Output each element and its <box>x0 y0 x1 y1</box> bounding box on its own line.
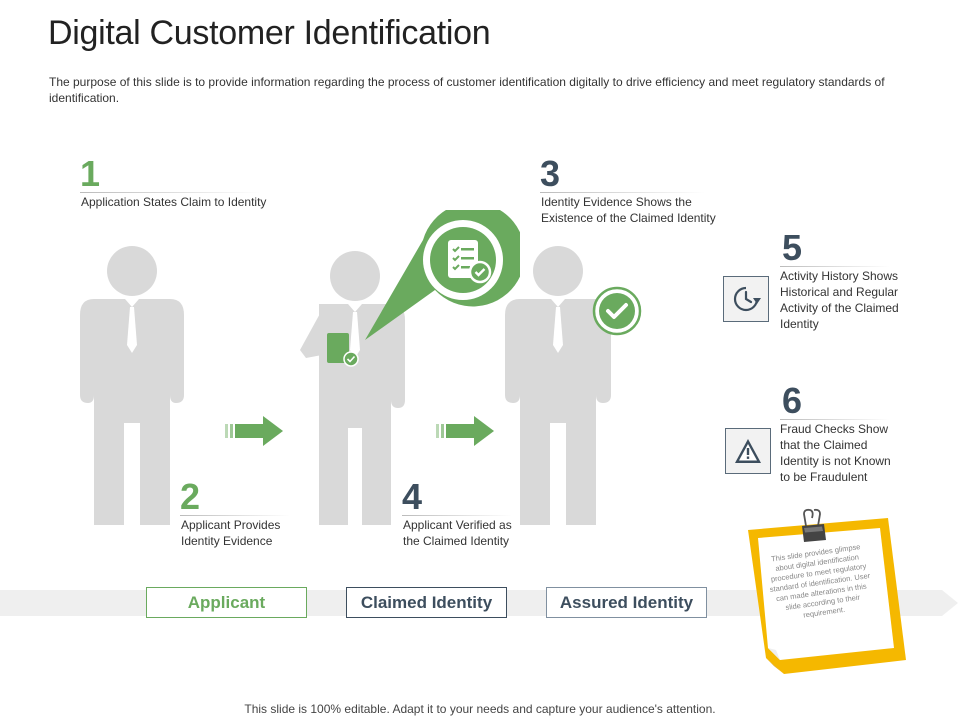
step-6-divider <box>780 419 890 420</box>
stage-applicant-label: Applicant <box>146 587 307 618</box>
figure-assured <box>505 246 611 525</box>
step-1-divider <box>80 192 260 193</box>
checkmark-circle-icon <box>592 286 642 336</box>
step-1-text: Application States Claim to Identity <box>81 195 267 209</box>
step-5-icon-box <box>723 276 769 322</box>
step-2-divider <box>180 515 290 516</box>
step-3-number: 3 <box>540 153 561 194</box>
step-4-divider <box>402 515 512 516</box>
checklist-document-icon <box>448 240 492 284</box>
step-1-number: 1 <box>80 153 101 194</box>
step-4-text: Applicant Verified as the Claimed Identi… <box>403 518 512 548</box>
step-2-text: Applicant Provides Identity Evidence <box>181 518 281 548</box>
warning-triangle-icon <box>735 439 761 463</box>
step-5-divider <box>780 266 890 267</box>
footer-text: This slide is 100% editable. Adapt it to… <box>244 702 716 716</box>
checklist-pin <box>365 210 520 340</box>
binder-clip-icon <box>802 508 826 542</box>
figure-applicant <box>80 246 184 525</box>
stage-assured-identity-label: Assured Identity <box>546 587 707 618</box>
step-3-text: Identity Evidence Shows the Existence of… <box>541 195 716 225</box>
step-4-number: 4 <box>402 476 423 517</box>
sticky-note <box>748 518 906 674</box>
page-title: Digital Customer Identification <box>48 14 491 52</box>
stage-claimed-identity-label: Claimed Identity <box>346 587 507 618</box>
arrow-right-icon <box>225 416 283 446</box>
step-6-text: Fraud Checks Show that the Claimed Ident… <box>780 422 891 484</box>
step-5-text: Activity History Shows Historical and Re… <box>780 269 899 331</box>
figure-claimed <box>300 251 405 525</box>
clock-history-icon <box>733 286 761 312</box>
page-subtitle: The purpose of this slide is to provide … <box>49 75 885 105</box>
note-text: This slide provides glimpse about digita… <box>769 542 871 620</box>
step-6-icon-box <box>725 428 771 474</box>
arrow-right-icon <box>436 416 494 446</box>
step-3-divider <box>540 192 705 193</box>
step-6-number: 6 <box>782 380 803 421</box>
step-5-number: 5 <box>782 227 803 268</box>
step-2-number: 2 <box>180 476 201 517</box>
